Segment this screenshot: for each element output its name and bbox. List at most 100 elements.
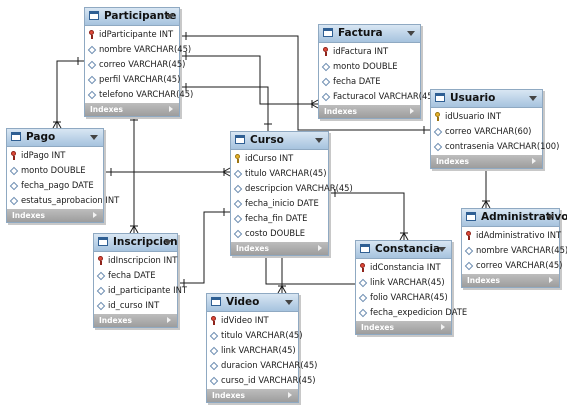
column-label: descripcion VARCHAR(45) <box>245 183 353 193</box>
relationship-curso-constancia <box>328 192 405 240</box>
column-row[interactable]: nombre VARCHAR(45) <box>462 243 567 258</box>
column-row[interactable]: fecha_pago DATE <box>7 178 103 193</box>
column-row[interactable]: id_curso INT <box>94 298 177 313</box>
column-row[interactable]: telefono VARCHAR(45) <box>85 87 193 102</box>
column-row[interactable]: monto DOUBLE <box>319 59 420 74</box>
column-row[interactable]: idInscripcion INT <box>94 253 177 268</box>
column-label: monto DOUBLE <box>21 165 86 175</box>
column-row[interactable]: correo VARCHAR(45) <box>85 57 185 72</box>
column-row[interactable]: costo DOUBLE <box>231 226 328 241</box>
table-header[interactable]: Pago <box>7 129 103 147</box>
collapse-arrow-icon[interactable] <box>164 240 172 245</box>
column-row[interactable]: folio VARCHAR(45) <box>356 290 451 305</box>
column-diamond-icon <box>359 293 367 302</box>
column-row[interactable]: monto DOUBLE <box>7 163 103 178</box>
column-row[interactable]: estatus_aprobacion INT <box>7 193 119 208</box>
table-factura[interactable]: Factura idFactura INT monto DOUBLE fecha… <box>318 24 436 119</box>
expand-arrow-icon[interactable] <box>288 392 292 398</box>
column-row[interactable]: fecha_expedicion DATE <box>356 305 467 320</box>
table-video[interactable]: Video idVideo INT titulo VARCHAR(45) lin… <box>206 293 317 403</box>
column-row[interactable]: fecha_inicio DATE <box>231 196 328 211</box>
table-header[interactable]: Constancia <box>356 241 451 259</box>
column-label: idFactura INT <box>333 46 389 56</box>
table-header[interactable]: Usuario <box>431 90 542 108</box>
table-header[interactable]: Participante <box>85 8 179 26</box>
column-row[interactable]: Facturacol VARCHAR(45) <box>319 89 436 104</box>
column-row[interactable]: link VARCHAR(45) <box>356 275 451 290</box>
indexes-bar[interactable]: Indexes <box>356 321 451 334</box>
collapse-arrow-icon[interactable] <box>546 215 554 220</box>
column-row[interactable]: fecha DATE <box>94 268 177 283</box>
expand-arrow-icon[interactable] <box>441 324 445 330</box>
collapse-arrow-icon[interactable] <box>315 138 323 143</box>
table-pago[interactable]: Pago idPago INT monto DOUBLE fecha_pago … <box>6 128 119 223</box>
column-label: fecha_inicio DATE <box>245 198 319 208</box>
column-row[interactable]: idParticipante INT <box>85 27 179 42</box>
indexes-bar[interactable]: Indexes <box>231 242 328 255</box>
primary-key-icon <box>465 231 473 240</box>
column-row[interactable]: duracion VARCHAR(45) <box>207 358 317 373</box>
collapse-arrow-icon[interactable] <box>285 300 293 305</box>
column-label: estatus_aprobacion INT <box>21 195 120 205</box>
column-row[interactable]: idCurso INT <box>231 151 328 166</box>
column-row[interactable]: contrasenia VARCHAR(100) <box>431 139 559 154</box>
table-icon <box>235 135 245 144</box>
indexes-bar[interactable]: Indexes <box>85 103 179 116</box>
table-header[interactable]: Curso <box>231 132 328 150</box>
indexes-bar[interactable]: Indexes <box>462 274 559 287</box>
column-row[interactable]: nombre VARCHAR(45) <box>85 42 191 57</box>
indexes-bar[interactable]: Indexes <box>7 209 103 222</box>
column-row[interactable]: fecha DATE <box>319 74 420 89</box>
table-header[interactable]: Video <box>207 294 298 312</box>
column-row[interactable]: idFactura INT <box>319 44 420 59</box>
column-row[interactable]: idVideo INT <box>207 313 298 328</box>
column-diamond-icon <box>234 184 242 193</box>
table-participante[interactable]: Participante idParticipante INT nombre V… <box>84 7 193 117</box>
indexes-label: Indexes <box>236 244 269 253</box>
column-diamond-icon <box>359 308 367 317</box>
expand-arrow-icon[interactable] <box>532 158 536 164</box>
expand-arrow-icon[interactable] <box>318 245 322 251</box>
column-row[interactable]: correo VARCHAR(45) <box>462 258 562 273</box>
relationship-inscripcion-curso <box>177 211 230 284</box>
indexes-bar[interactable]: Indexes <box>431 155 542 168</box>
column-row[interactable]: correo VARCHAR(60) <box>431 124 542 139</box>
column-row[interactable]: idPago INT <box>7 148 103 163</box>
table-inscripcion[interactable]: Inscripcion idInscripcion INT fecha DATE… <box>93 233 187 328</box>
table-curso[interactable]: Curso idCurso INT titulo VARCHAR(45) des… <box>230 131 353 256</box>
table-usuario[interactable]: Usuario idUsuario INT correo VARCHAR(60)… <box>430 89 559 169</box>
collapse-arrow-icon[interactable] <box>166 14 174 19</box>
column-label: idVideo INT <box>221 315 269 325</box>
expand-arrow-icon[interactable] <box>410 108 414 114</box>
expand-arrow-icon[interactable] <box>93 212 97 218</box>
table-constancia[interactable]: Constancia idConstancia INT link VARCHAR… <box>355 240 467 335</box>
column-row[interactable]: titulo VARCHAR(45) <box>207 328 303 343</box>
expand-arrow-icon[interactable] <box>549 277 553 283</box>
table-header[interactable]: Inscripcion <box>94 234 178 252</box>
collapse-arrow-icon[interactable] <box>90 135 98 140</box>
column-row[interactable]: descripcion VARCHAR(45) <box>231 181 353 196</box>
indexes-bar[interactable]: Indexes <box>94 314 177 327</box>
collapse-arrow-icon[interactable] <box>438 247 446 252</box>
column-row[interactable]: id_participante INT <box>94 283 187 298</box>
expand-arrow-icon[interactable] <box>169 106 173 112</box>
column-row[interactable]: perfil VARCHAR(45) <box>85 72 180 87</box>
table-icon <box>98 237 108 246</box>
collapse-arrow-icon[interactable] <box>529 96 537 101</box>
column-row[interactable]: curso_id VARCHAR(45) <box>207 373 316 388</box>
collapse-arrow-icon[interactable] <box>407 31 415 36</box>
column-row[interactable]: titulo VARCHAR(45) <box>231 166 328 181</box>
table-header[interactable]: Administrativo <box>462 209 567 227</box>
column-row[interactable]: fecha_fin DATE <box>231 211 328 226</box>
table-header[interactable]: Factura <box>319 25 420 43</box>
indexes-label: Indexes <box>467 276 500 285</box>
indexes-bar[interactable]: Indexes <box>207 389 298 402</box>
table-administrativo[interactable]: Administrativo idAdministrativo INT nomb… <box>461 208 567 288</box>
column-row[interactable]: link VARCHAR(45) <box>207 343 298 358</box>
indexes-bar[interactable]: Indexes <box>319 105 420 118</box>
column-row[interactable]: idConstancia INT <box>356 260 451 275</box>
column-label: idParticipante INT <box>99 29 174 39</box>
expand-arrow-icon[interactable] <box>167 317 171 323</box>
column-row[interactable]: idAdministrativo INT <box>462 228 561 243</box>
column-row[interactable]: idUsuario INT <box>431 109 542 124</box>
